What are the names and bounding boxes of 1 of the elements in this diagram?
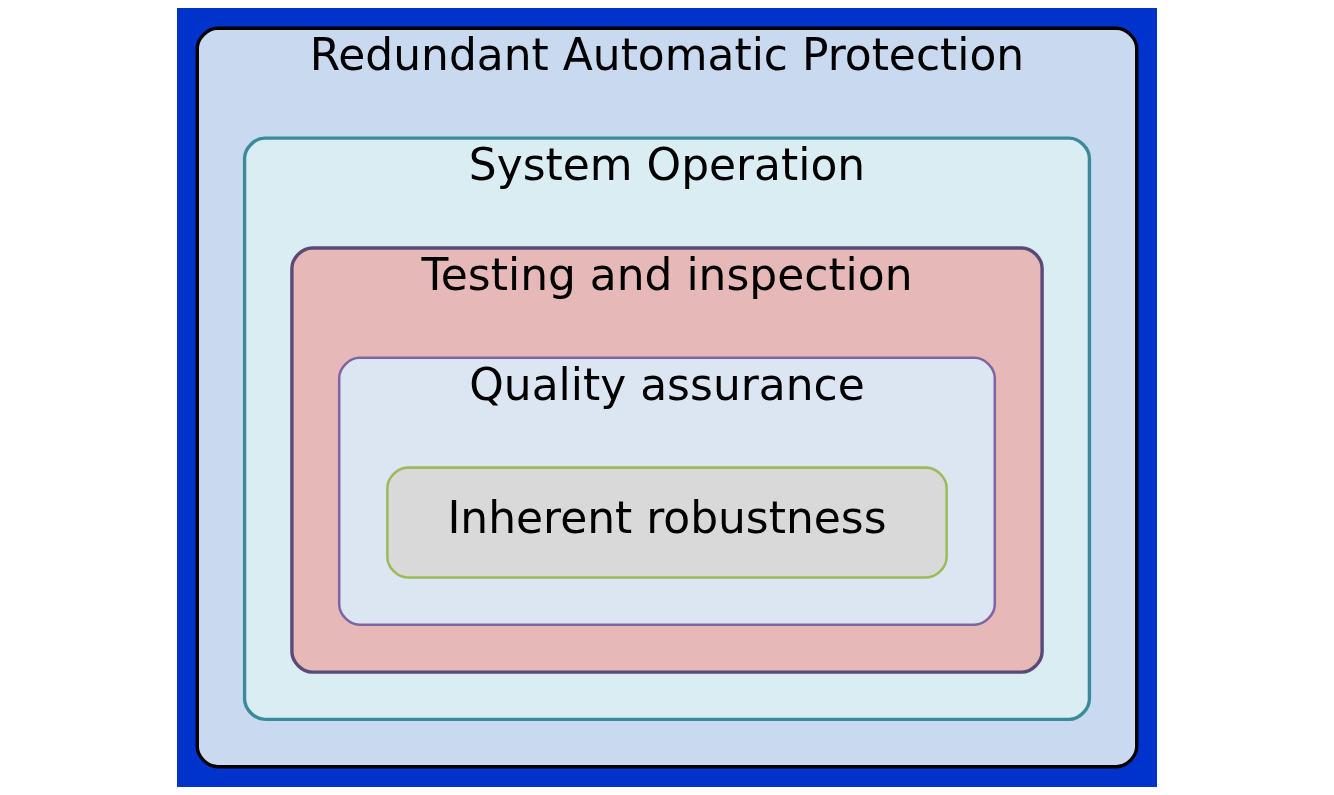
node-box: Inherent robustness xyxy=(386,466,948,579)
